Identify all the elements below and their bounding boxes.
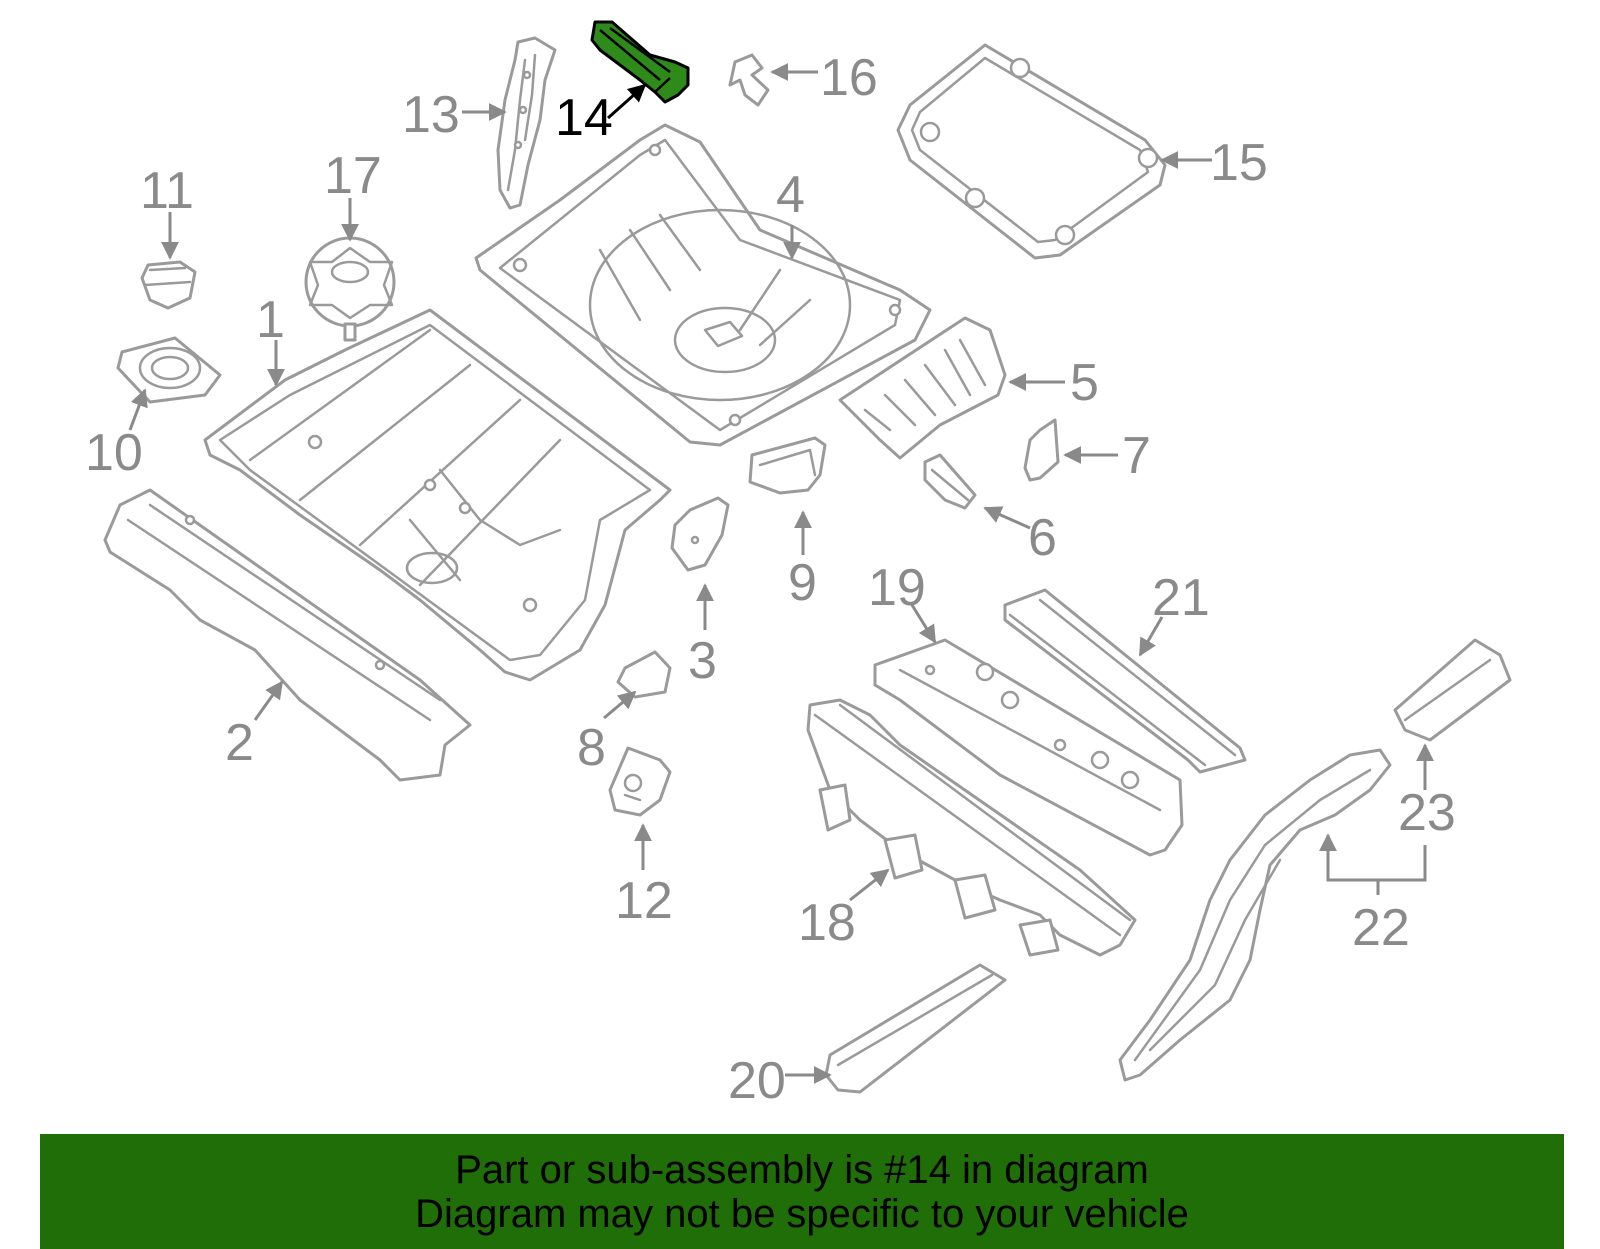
svg-text:2: 2 bbox=[225, 714, 254, 772]
svg-text:20: 20 bbox=[728, 1052, 786, 1110]
svg-text:4: 4 bbox=[776, 166, 805, 224]
svg-text:19: 19 bbox=[868, 559, 926, 617]
part-18-shape[interactable] bbox=[806, 698, 1137, 957]
callout-8: 8 bbox=[577, 690, 637, 777]
svg-text:15: 15 bbox=[1210, 134, 1268, 192]
svg-text:11: 11 bbox=[140, 162, 194, 220]
part-21-shape[interactable] bbox=[1003, 588, 1247, 774]
banner-disclaimer-line: Diagram may not be specific to your vehi… bbox=[415, 1191, 1189, 1236]
info-banner: Part or sub-assembly is #14 in diagram D… bbox=[40, 1134, 1564, 1249]
callout-2: 2 bbox=[225, 680, 284, 772]
callout-3: 3 bbox=[688, 583, 717, 690]
part-14-shape[interactable] bbox=[590, 20, 690, 104]
part-11-shape[interactable] bbox=[140, 260, 197, 310]
svg-text:18: 18 bbox=[798, 894, 856, 952]
callout-13: 13 bbox=[402, 86, 507, 144]
part-12-shape[interactable] bbox=[608, 746, 672, 817]
svg-text:13: 13 bbox=[402, 86, 460, 144]
callout-23: 23 bbox=[1398, 743, 1456, 842]
callout-label: 1 bbox=[256, 291, 285, 349]
callout-9: 9 bbox=[788, 510, 817, 612]
svg-text:3: 3 bbox=[688, 632, 717, 690]
svg-text:9: 9 bbox=[788, 554, 817, 612]
svg-text:5: 5 bbox=[1070, 354, 1099, 412]
part-7-shape[interactable] bbox=[1023, 418, 1060, 482]
svg-text:10: 10 bbox=[85, 424, 143, 482]
part-2-shape[interactable] bbox=[103, 488, 472, 782]
part-16-shape[interactable] bbox=[728, 53, 770, 107]
part-6-shape[interactable] bbox=[923, 453, 977, 510]
svg-text:12: 12 bbox=[615, 872, 673, 930]
callout-1: 1 bbox=[256, 291, 285, 387]
callout-22: 22 bbox=[1319, 833, 1427, 957]
part-10-shape[interactable] bbox=[116, 336, 222, 404]
svg-text:6: 6 bbox=[1028, 509, 1057, 567]
callout-16: 16 bbox=[770, 49, 878, 107]
callout-4: 4 bbox=[776, 166, 805, 260]
callout-15: 15 bbox=[1160, 134, 1268, 192]
callout-18: 18 bbox=[798, 868, 890, 952]
callout-14-label: 14 bbox=[555, 89, 613, 147]
callout-20: 20 bbox=[728, 1052, 832, 1110]
part-22-shape[interactable] bbox=[1118, 748, 1392, 1082]
callout-11: 11 bbox=[140, 162, 194, 260]
svg-text:16: 16 bbox=[820, 49, 878, 107]
callout-6: 6 bbox=[983, 506, 1057, 567]
callout-5: 5 bbox=[1008, 354, 1099, 412]
part-9-shape[interactable] bbox=[748, 436, 827, 495]
part-20-shape[interactable] bbox=[824, 963, 1007, 1094]
part-15-shape[interactable] bbox=[896, 43, 1167, 260]
part-19-shape[interactable] bbox=[873, 638, 1184, 857]
svg-text:17: 17 bbox=[324, 147, 382, 205]
part-17-shape[interactable] bbox=[304, 236, 396, 342]
parts-diagram: 1 2 3 4 5 6 7 8 9 10 11 12 bbox=[85, 20, 1512, 1110]
part-4-shape[interactable] bbox=[474, 123, 932, 447]
part-13-shape[interactable] bbox=[496, 36, 557, 210]
callout-19: 19 bbox=[868, 559, 937, 644]
callout-21: 21 bbox=[1138, 569, 1210, 657]
callout-12: 12 bbox=[615, 823, 673, 930]
part-3-shape[interactable] bbox=[670, 496, 730, 572]
svg-text:21: 21 bbox=[1152, 569, 1210, 627]
callout-17: 17 bbox=[324, 147, 382, 242]
part-5-shape[interactable] bbox=[838, 316, 1007, 460]
callout-7: 7 bbox=[1063, 427, 1151, 485]
part-8-shape[interactable] bbox=[616, 650, 672, 699]
svg-text:8: 8 bbox=[577, 719, 606, 777]
part-23-shape[interactable] bbox=[1393, 638, 1512, 742]
svg-text:23: 23 bbox=[1398, 784, 1456, 842]
banner-part-line: Part or sub-assembly is #14 in diagram bbox=[455, 1147, 1149, 1192]
callout-14: 14 bbox=[555, 83, 647, 147]
svg-text:22: 22 bbox=[1352, 899, 1410, 957]
part-1-shape[interactable] bbox=[203, 308, 672, 682]
svg-text:7: 7 bbox=[1122, 427, 1151, 485]
callout-10: 10 bbox=[85, 388, 148, 482]
